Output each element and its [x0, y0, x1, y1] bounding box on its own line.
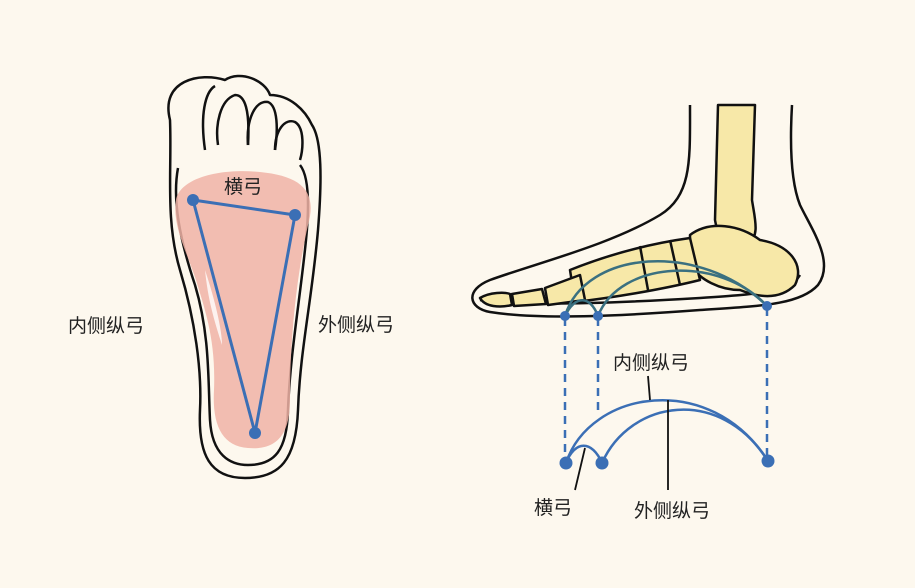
point-medial-forefoot — [187, 194, 199, 206]
point-lateral-top — [593, 311, 603, 321]
point-medial-top — [560, 311, 570, 321]
label-lateral-arch-right: 外侧纵弓 — [634, 500, 711, 522]
point-heel-bottom — [761, 454, 775, 468]
label-transverse-arch-left: 横弓 — [224, 176, 263, 198]
label-medial-arch-right: 内侧纵弓 — [613, 352, 690, 374]
foot-sole-inner-outline — [174, 164, 310, 467]
label-medial-arch-left: 内侧纵弓 — [68, 315, 145, 337]
foot-side — [471, 103, 826, 318]
phalanx-2 — [510, 287, 548, 308]
label-lateral-arch-left: 外侧纵弓 — [318, 314, 395, 336]
talus-bone — [688, 224, 800, 298]
white-gap — [205, 270, 222, 345]
toe-2 — [216, 93, 250, 146]
toe-3 — [246, 100, 278, 151]
point-medial-bottom — [559, 456, 573, 470]
leader-lines — [574, 375, 669, 491]
toe-4 — [273, 120, 304, 161]
point-heel — [249, 427, 261, 439]
point-lateral-forefoot — [289, 209, 301, 221]
phalanx-1 — [478, 291, 514, 308]
pressure-area — [175, 171, 311, 449]
projection-lines — [563, 308, 769, 460]
toe-big — [201, 84, 216, 151]
arch-curves-bottom — [564, 399, 770, 464]
point-heel-top — [762, 301, 772, 311]
midfoot-bones — [568, 236, 702, 304]
point-lateral-bottom — [595, 456, 609, 470]
label-transverse-arch-right: 横弓 — [534, 497, 573, 519]
arch-curves-top — [563, 259, 768, 317]
arch-triangle — [191, 198, 297, 435]
